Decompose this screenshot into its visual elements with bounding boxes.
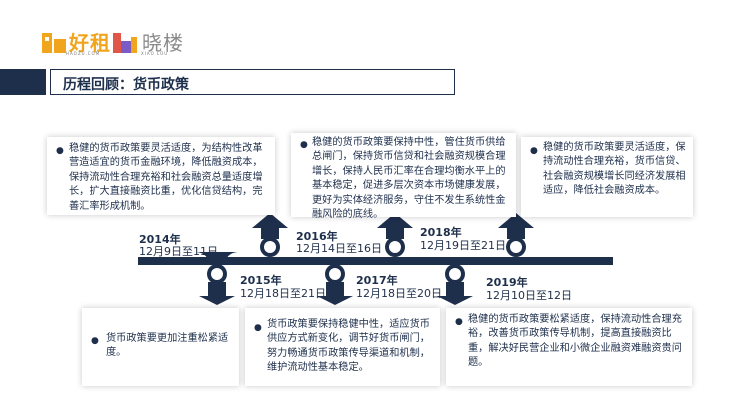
bullet-icon: ●	[254, 323, 262, 333]
bullet-icon: ●	[91, 336, 99, 346]
event-card-2014: ● 稳健的货币政策要灵活适度，为结构性改革营造适宜的货币金融环境，降低融资成本，…	[47, 137, 275, 215]
timeline-node-2018	[498, 213, 534, 257]
event-dates: 12月14日至16日	[296, 242, 382, 255]
event-year: 2019年	[486, 276, 528, 289]
event-card-2015: ● 货币政策要更加注重松紧适度。	[82, 308, 239, 386]
event-card-text: 货币政策要保持稳健中性，适应货币供应方式新变化，调节好货币闸门，努力畅通货币政策…	[267, 319, 430, 374]
event-card-text: 货币政策要更加注重松紧适度。	[106, 333, 229, 359]
timeline-line	[138, 257, 613, 265]
bullet-icon: ●	[455, 317, 463, 327]
event-year: 2017年	[356, 274, 398, 287]
haozu-logo-icon	[42, 32, 66, 53]
title-bar: 历程回顾：货币政策	[0, 69, 455, 95]
event-dates: 12月18日至20日	[356, 287, 442, 300]
event-year: 2018年	[420, 226, 462, 239]
event-dates: 12月10日至12日	[486, 289, 572, 302]
timeline-node-2015	[317, 264, 353, 305]
event-dates: 12月9日至11日	[139, 245, 218, 258]
xiaolou-logo-icon	[113, 32, 137, 53]
timeline-node-2017	[377, 213, 413, 257]
event-card-2017: ● 货币政策要保持稳健中性，适应货币供应方式新变化，调节好货币闸门，努力畅通货币…	[245, 308, 440, 386]
timeline-node-2014	[195, 252, 239, 305]
haozu-logo-text: 好租	[69, 31, 111, 55]
event-card-text: 稳健的货币政策要灵活适度，保持流动性合理充裕，货币信贷、社会融资规模增长同经济发…	[543, 142, 686, 197]
event-year: 2015年	[240, 274, 282, 287]
event-dates: 12月18日至21日	[240, 287, 326, 300]
event-card-text: 稳健的货币政策要保持中性，管住货币供给总闸门，保持货币信贷和社会融资规模合理增长…	[312, 137, 506, 221]
event-dates: 12月19日至21日	[420, 239, 506, 252]
xiaolou-logo-subtext: XIAO LOU	[141, 51, 169, 56]
xiaolou-logo-text: 晓楼	[142, 31, 184, 55]
event-year: 2016年	[296, 230, 338, 243]
event-card-text: 稳健的货币政策要松紧适度，保持流动性合理充裕，改善货币政策传导机制，提高直接融资…	[468, 314, 682, 369]
title-frame	[50, 69, 455, 95]
page-title: 历程回顾：货币政策	[63, 77, 189, 93]
event-card-2018: ● 稳健的货币政策要灵活适度，保持流动性合理充裕，货币信贷、社会融资规模增长同经…	[521, 137, 693, 217]
event-card-text: 稳健的货币政策要灵活适度，为结构性改革营造适宜的货币金融环境，降低融资成本，保持…	[69, 143, 263, 212]
timeline-node-2019	[437, 264, 473, 305]
bullet-icon: ●	[56, 146, 64, 156]
xiaolou-logo: 晓楼 XIAO LOU	[113, 27, 184, 56]
event-card-2016: ● 稳健的货币政策要保持中性，管住货币供给总闸门，保持货币信贷和社会融资规模合理…	[291, 133, 516, 220]
title-accent-block	[0, 69, 46, 95]
haozu-logo: 好租 HAOZU.COM	[42, 27, 111, 56]
event-year: 2014年	[139, 233, 181, 246]
event-card-2019: ● 稳健的货币政策要松紧适度，保持流动性合理充裕，改善货币政策传导机制，提高直接…	[446, 308, 692, 386]
haozu-logo-subtext: HAOZU.COM	[66, 51, 101, 56]
bullet-icon: ●	[530, 146, 538, 156]
timeline-node-2016	[252, 213, 288, 257]
bullet-icon: ●	[300, 140, 308, 150]
